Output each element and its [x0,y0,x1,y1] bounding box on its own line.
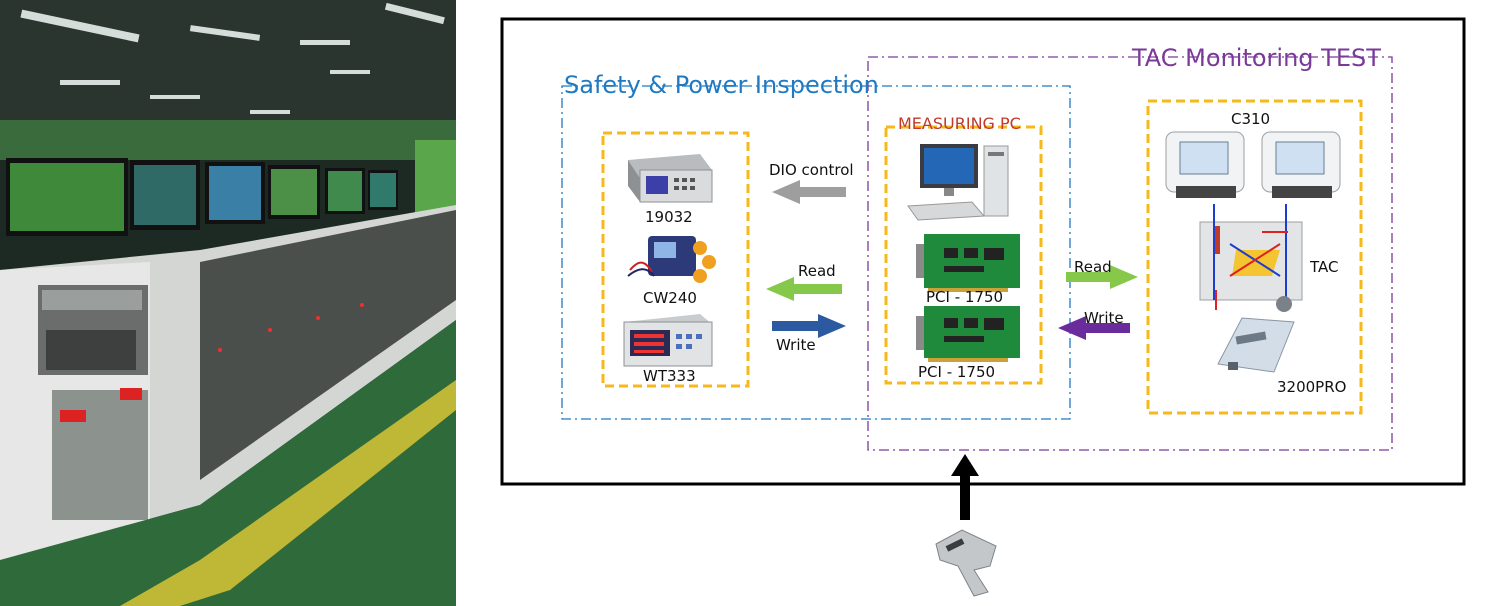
safety-inspection-title: Safety & Power Inspection [564,71,879,99]
unit-label-tac: TAC [1310,258,1339,276]
tac-devices-box [1146,99,1363,415]
read-left-label: Read [798,262,836,280]
device-label-19032: 19032 [645,208,693,226]
pci-card-1-label: PCI - 1750 [926,288,1004,306]
write-left-label: Write [776,336,816,354]
dio-control-arrow [772,180,846,204]
tac-monitoring-title: TAC Monitoring TEST [1132,44,1381,72]
scanner-input-arrow [951,454,979,520]
dio-control-label: DIO control [769,161,854,179]
read-left-arrow [766,277,842,301]
c310-sensor-right-icon [1261,131,1341,198]
tac-unit-icon [1199,204,1303,312]
barcode-scanner-icon [935,529,997,597]
pci-card-2-icon [916,306,1020,362]
desktop-computer-icon [907,144,1009,221]
device-label-wt333: WT333 [643,367,696,385]
measuring-pc-title: MEASURING PC [898,114,1021,133]
inspection-devices-box [601,131,750,388]
write-right-label: Write [1084,309,1124,327]
pci-card-1-icon [916,234,1020,292]
write-left-arrow [772,314,846,338]
logger-3200pro-icon [1217,317,1295,373]
sensor-label-c310: C310 [1231,110,1271,128]
factory-line-photo [0,0,456,606]
measuring-pc-box [884,125,1043,385]
instrument-19032-icon [628,154,713,203]
device-label-cw240: CW240 [643,289,697,307]
meter-wt333-icon [623,314,713,367]
c310-sensor-left-icon [1165,131,1245,198]
factory-photo-graphic [0,0,456,606]
logger-label-3200pro: 3200PRO [1277,378,1347,396]
analyzer-cw240-icon [627,236,716,283]
read-right-label: Read [1074,258,1112,276]
pci-card-2-label: PCI - 1750 [918,363,996,381]
